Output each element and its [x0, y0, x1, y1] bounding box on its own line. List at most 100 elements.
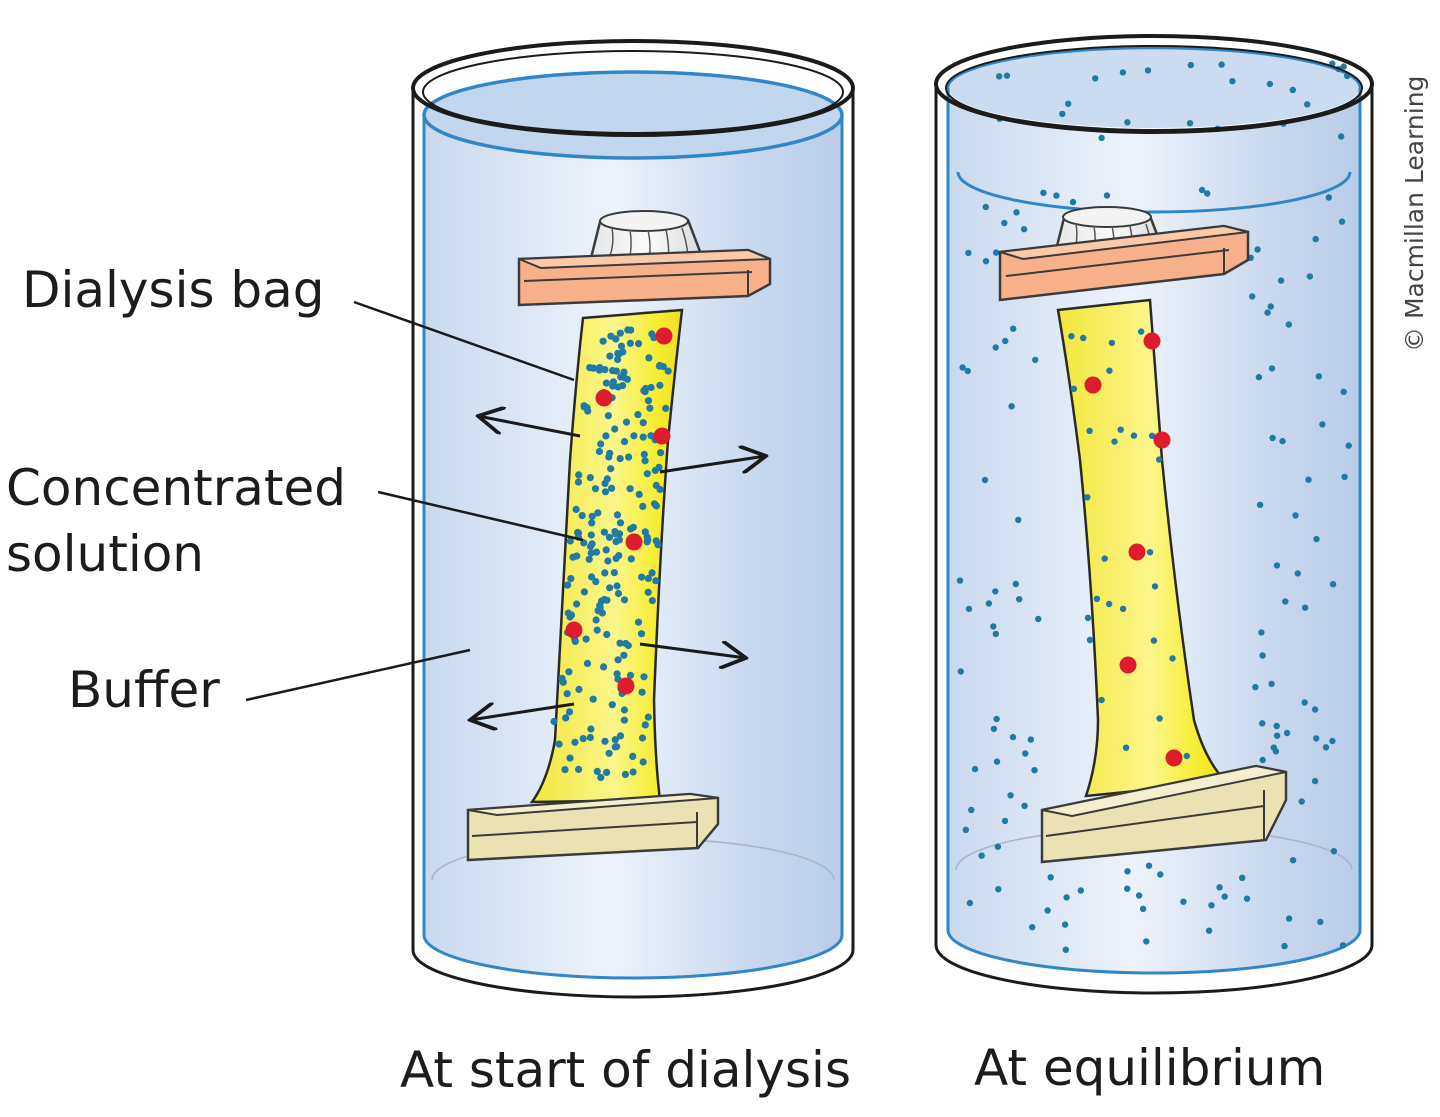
top-clamp-equilibrium: [998, 224, 1250, 302]
small-molecule: [634, 618, 643, 626]
small-molecule: [1311, 706, 1319, 713]
small-molecule: [587, 531, 595, 539]
small-molecule: [587, 549, 595, 557]
small-molecule: [982, 258, 990, 265]
small-molecule: [992, 344, 999, 351]
small-molecule: [1150, 637, 1158, 644]
bag-molecules-start: [550, 326, 673, 782]
small-molecule: [608, 701, 616, 709]
small-molecule: [1106, 367, 1113, 374]
small-molecule: [959, 364, 966, 371]
arrow-out-lower-left: [470, 704, 575, 720]
small-molecule: [1144, 67, 1152, 74]
small-molecule: [629, 752, 637, 761]
small-molecule: [1124, 119, 1131, 126]
small-molecule: [572, 505, 580, 513]
small-molecule: [1061, 921, 1069, 928]
small-molecule: [604, 412, 613, 420]
small-molecule: [1065, 100, 1072, 108]
small-molecule: [644, 574, 653, 583]
small-molecule: [1273, 732, 1281, 739]
small-molecule: [565, 668, 573, 676]
small-molecule: [571, 637, 579, 646]
small-molecule: [1339, 942, 1347, 949]
small-molecule: [1020, 226, 1028, 233]
small-molecule: [1319, 421, 1326, 428]
small-molecule: [1268, 680, 1275, 688]
small-molecule: [593, 626, 601, 634]
small-molecule: [602, 379, 611, 387]
small-molecule: [605, 749, 613, 757]
small-molecule: [1208, 902, 1215, 909]
small-molecule: [1124, 868, 1131, 875]
small-molecule: [613, 582, 621, 590]
small-molecule: [1040, 189, 1047, 196]
small-molecule: [1229, 78, 1236, 85]
small-molecule: [1013, 209, 1020, 216]
small-molecule: [1329, 737, 1336, 745]
small-molecule: [565, 708, 574, 716]
small-molecule: [613, 743, 621, 751]
small-molecule: [627, 555, 635, 563]
small-molecule: [616, 639, 624, 647]
buffer-surface-equilibrium: [956, 171, 1352, 214]
small-molecule: [635, 490, 643, 498]
small-molecule: [626, 485, 634, 493]
small-molecule: [962, 826, 969, 833]
small-molecule: [1264, 309, 1271, 316]
small-molecule: [640, 450, 648, 458]
small-molecule: [611, 425, 619, 433]
small-molecule: [639, 502, 647, 510]
small-molecule: [1312, 235, 1319, 243]
small-molecule: [586, 733, 594, 742]
small-molecule: [592, 616, 600, 624]
small-molecule: [992, 588, 999, 595]
small-molecule: [595, 447, 604, 456]
small-molecule: [588, 573, 596, 581]
small-molecule: [1269, 434, 1276, 442]
large-molecule: [1153, 431, 1171, 449]
large-molecule: [1128, 543, 1146, 561]
small-molecule: [1003, 72, 1011, 79]
small-molecule: [992, 630, 999, 638]
small-molecule: [982, 203, 989, 211]
small-molecule: [641, 457, 649, 465]
small-molecule: [1053, 192, 1060, 199]
small-molecule: [1157, 871, 1164, 878]
small-molecule: [1305, 476, 1312, 483]
small-molecule: [606, 352, 614, 360]
small-molecule: [639, 758, 647, 766]
small-molecule: [1338, 133, 1345, 140]
bag-molecules-equilibrium: [1068, 328, 1191, 767]
small-molecule: [995, 886, 1002, 893]
small-molecule: [1031, 767, 1038, 774]
small-molecule: [1080, 334, 1087, 342]
small-molecule: [1221, 893, 1228, 900]
small-molecule: [1268, 365, 1276, 372]
small-molecule: [561, 766, 569, 774]
small-molecule: [657, 449, 665, 457]
small-molecule: [1273, 562, 1281, 569]
small-molecule: [964, 367, 971, 375]
small-molecule: [1256, 501, 1264, 508]
small-molecule: [1338, 218, 1346, 225]
small-molecule: [585, 555, 593, 563]
small-molecule: [1315, 373, 1323, 380]
small-molecule: [648, 569, 656, 577]
small-molecule: [1249, 293, 1256, 300]
small-molecule: [602, 546, 610, 554]
small-molecule: [1169, 655, 1176, 662]
copyright-credit: © Macmillan Learning: [1400, 75, 1429, 352]
label-solution: solution: [6, 525, 204, 583]
buffer-surface-start: [422, 70, 844, 160]
small-molecule: [635, 340, 643, 348]
small-molecule: [1070, 385, 1078, 392]
small-molecule: [598, 609, 607, 617]
small-molecule: [966, 899, 974, 907]
small-molecule: [566, 537, 574, 545]
small-molecule: [1084, 614, 1092, 622]
small-molecule: [588, 519, 596, 527]
small-molecule: [1330, 848, 1338, 855]
small-molecule: [1130, 432, 1138, 439]
small-molecule: [1069, 198, 1077, 206]
